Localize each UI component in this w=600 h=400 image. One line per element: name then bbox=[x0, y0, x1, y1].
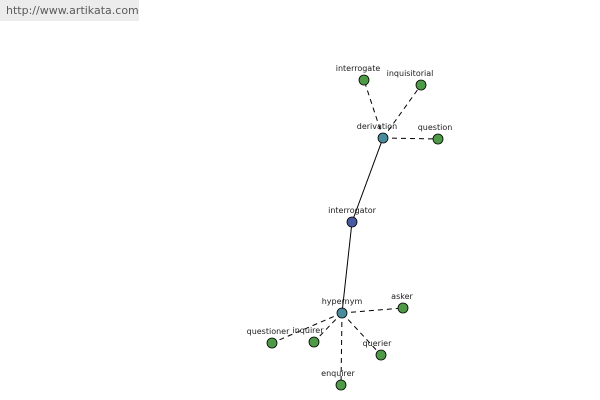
node-label-querier: querier bbox=[363, 339, 393, 348]
node-asker[interactable] bbox=[397, 302, 409, 314]
node-label-question: question bbox=[418, 123, 453, 132]
site-url[interactable]: http://www.artikata.com bbox=[0, 0, 139, 21]
edge-hypernym-querier bbox=[341, 312, 382, 356]
node-label-enquirer: enquirer bbox=[321, 369, 355, 378]
node-derivation[interactable] bbox=[377, 132, 389, 144]
node-hypernym[interactable] bbox=[336, 307, 348, 319]
node-label-derivation: derivation bbox=[357, 122, 397, 131]
node-label-inquisitorial: inquisitorial bbox=[387, 69, 434, 78]
edge-interrogator-derivation bbox=[351, 137, 384, 223]
node-enquirer[interactable] bbox=[335, 379, 347, 391]
node-label-asker: asker bbox=[391, 292, 413, 301]
node-querier[interactable] bbox=[375, 349, 387, 361]
node-interrogate[interactable] bbox=[358, 74, 370, 86]
edge-hypernym-asker bbox=[341, 307, 404, 314]
node-label-interrogator: interrogator bbox=[328, 206, 377, 215]
node-questioner[interactable] bbox=[266, 337, 278, 349]
edge-derivation-inquisitorial bbox=[382, 84, 422, 139]
edge-interrogator-hypernym bbox=[341, 221, 353, 314]
graph-labels: interrogator derivation hypernym interrogat… bbox=[247, 64, 453, 378]
edge-hypernym-enquirer bbox=[340, 312, 343, 386]
edge-hypernym-questioner bbox=[271, 312, 343, 344]
node-inquirer[interactable] bbox=[308, 336, 320, 348]
edge-derivation-interrogate bbox=[363, 79, 384, 139]
node-interrogator[interactable] bbox=[346, 216, 358, 228]
edge-derivation-question bbox=[382, 137, 439, 140]
node-label-questioner: questioner bbox=[247, 327, 290, 336]
node-label-interrogate: interrogate bbox=[336, 64, 381, 73]
node-label-inquirer: inquirer bbox=[293, 326, 325, 335]
edge-hypernym-inquirer bbox=[313, 312, 343, 343]
node-inquisitorial[interactable] bbox=[415, 79, 427, 91]
node-label-hypernym: hypernym bbox=[322, 297, 363, 306]
graph-edges bbox=[271, 79, 439, 386]
node-question[interactable] bbox=[432, 133, 444, 145]
graph-nodes bbox=[266, 74, 444, 391]
